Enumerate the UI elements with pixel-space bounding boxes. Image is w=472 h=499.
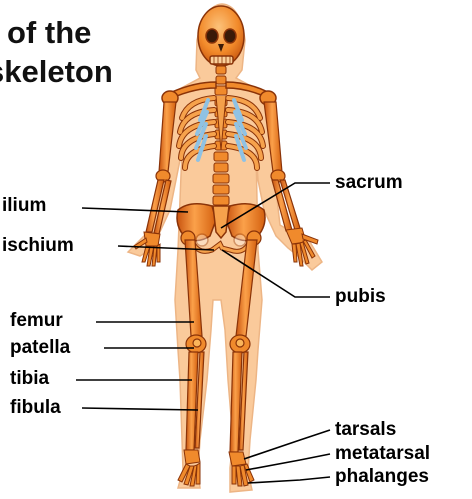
- label-phalanges: phalanges: [335, 467, 429, 486]
- leader-ilium: [82, 208, 188, 212]
- label-sacrum: sacrum: [335, 173, 403, 192]
- label-tarsals: tarsals: [335, 420, 396, 439]
- leader-metatarsal: [246, 454, 330, 470]
- label-femur: femur: [10, 311, 63, 330]
- label-metatarsal: metatarsal: [335, 444, 430, 463]
- leader-phalanges: [248, 477, 330, 483]
- label-pubis: pubis: [335, 287, 386, 306]
- label-ilium: ilium: [2, 196, 46, 215]
- label-tibia: tibia: [10, 369, 49, 388]
- label-fibula: fibula: [10, 398, 61, 417]
- feet: [178, 450, 254, 486]
- skull: [198, 6, 244, 66]
- label-patella: patella: [10, 338, 70, 357]
- label-ischium: ischium: [2, 236, 74, 255]
- leader-tarsals: [244, 430, 330, 459]
